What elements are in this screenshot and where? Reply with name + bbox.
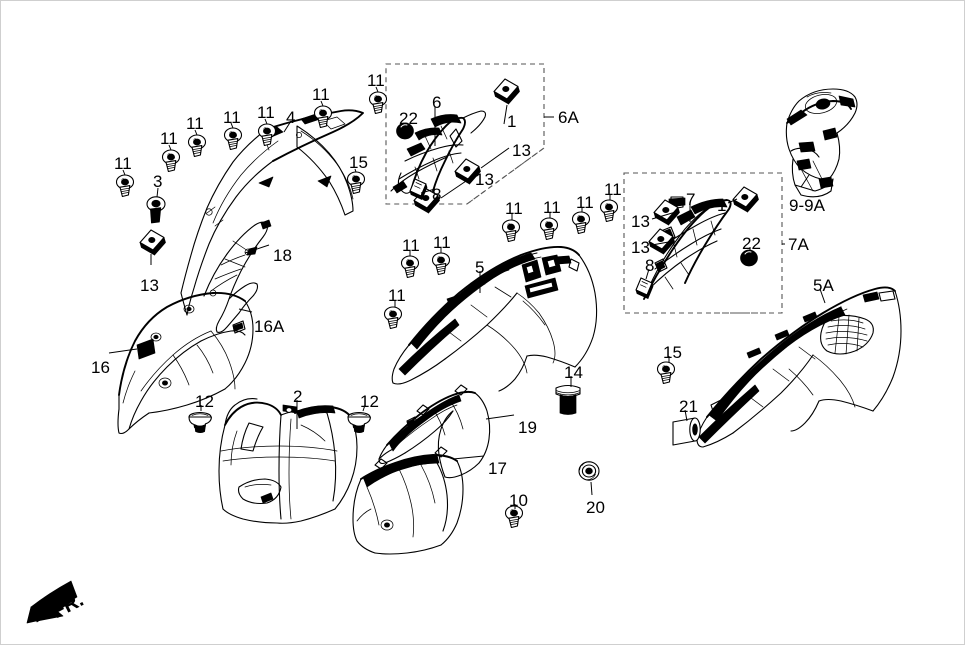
part-5-side-cover <box>391 245 598 392</box>
callout-6: 6 <box>432 93 442 112</box>
part-5A-side-cover <box>696 286 902 448</box>
callout-2: 2 <box>293 387 303 406</box>
part-16-16A-cover <box>117 291 254 435</box>
callout-12-a: 12 <box>195 392 214 411</box>
callout-4: 4 <box>286 108 296 127</box>
screw-11-l <box>539 217 559 241</box>
callout-11-k: 11 <box>505 199 523 218</box>
screw-11-n <box>599 199 619 223</box>
callout-11-j: 11 <box>388 286 406 305</box>
callout-10: 10 <box>509 491 528 510</box>
rivet-12-b <box>347 411 371 434</box>
callout-11-g: 11 <box>367 71 385 90</box>
bolt-3 <box>146 196 166 224</box>
clip-13-a <box>139 229 167 256</box>
leader-lines <box>108 86 826 509</box>
nut-20 <box>578 461 600 481</box>
part-2-center-cover <box>218 398 358 524</box>
part-5A-grille <box>820 314 874 355</box>
callout-11-i: 11 <box>433 233 451 252</box>
callout-13-e: 13 <box>631 238 650 257</box>
callout-20: 20 <box>586 498 605 517</box>
part-18-inner-bracket <box>203 219 272 333</box>
callout-22-b: 22 <box>742 234 761 253</box>
front-direction-arrow <box>26 580 78 624</box>
screw-11-c <box>187 134 207 158</box>
part-19-inner-trim <box>378 384 491 479</box>
screw-11-b <box>161 149 181 173</box>
callout-3: 3 <box>153 172 163 191</box>
callout-1-b: 1 <box>717 196 727 215</box>
callout-11-m: 11 <box>576 193 594 212</box>
screw-11-h <box>400 255 420 279</box>
clip-14 <box>555 384 581 416</box>
callout-15-a: 15 <box>349 153 368 172</box>
callout-16A: 16A <box>254 317 285 336</box>
callout-13-c: 13 <box>475 170 494 189</box>
callout-11-f: 11 <box>312 85 330 104</box>
callout-11-h: 11 <box>402 236 420 255</box>
clip-8-b <box>635 277 654 300</box>
callout-16: 16 <box>91 358 110 377</box>
callout-11-l: 11 <box>543 198 561 217</box>
callout-12-b: 12 <box>360 392 379 411</box>
callout-7: 7 <box>686 190 696 209</box>
screw-11-k <box>501 219 521 243</box>
callout-11-a: 11 <box>114 154 132 173</box>
callout-11-b: 11 <box>160 129 178 148</box>
callout-6A: 6A <box>558 108 579 127</box>
callout-5A: 5A <box>813 276 834 295</box>
callout-22-a: 22 <box>399 109 418 128</box>
screw-11-a <box>115 174 135 198</box>
screw-11-g <box>368 91 388 115</box>
callout-8-b: 8 <box>645 256 655 275</box>
callout-13-d: 13 <box>631 212 650 231</box>
callout-11-c: 11 <box>186 114 204 133</box>
part-9-9A-bracket <box>785 88 858 198</box>
screw-11-i <box>431 252 451 276</box>
screw-11-m <box>571 211 591 235</box>
screw-11-f <box>313 105 333 129</box>
screw-11-d <box>223 127 243 151</box>
callout-15-b: 15 <box>663 343 682 362</box>
clip-1-a <box>493 78 521 105</box>
collar-21 <box>672 417 701 446</box>
callout-19: 19 <box>518 418 537 437</box>
callout-8-a: 8 <box>432 185 442 204</box>
screw-11-e <box>257 123 277 147</box>
rivet-12-a <box>188 411 212 434</box>
callout-18: 18 <box>273 246 292 265</box>
callout-13-a: 13 <box>140 276 159 295</box>
callout-17: 17 <box>488 459 507 478</box>
callout-11-d: 11 <box>223 108 241 127</box>
callout-1-a: 1 <box>507 112 517 131</box>
callout-11-n: 11 <box>604 180 622 199</box>
callout-5: 5 <box>475 258 485 277</box>
screw-11-j <box>383 306 403 330</box>
callout-21: 21 <box>679 397 698 416</box>
callout-13-b: 13 <box>512 141 531 160</box>
screw-15-b <box>656 361 676 385</box>
part-4-rear-frame-rail <box>180 109 364 316</box>
callout-9-9A: 9-9A <box>789 196 825 215</box>
callout-7A: 7A <box>788 235 809 254</box>
part-17-lower-cover <box>352 446 464 555</box>
callout-14: 14 <box>564 363 583 382</box>
part-6-inner-frame <box>390 110 487 194</box>
callout-11-e: 11 <box>257 103 275 122</box>
